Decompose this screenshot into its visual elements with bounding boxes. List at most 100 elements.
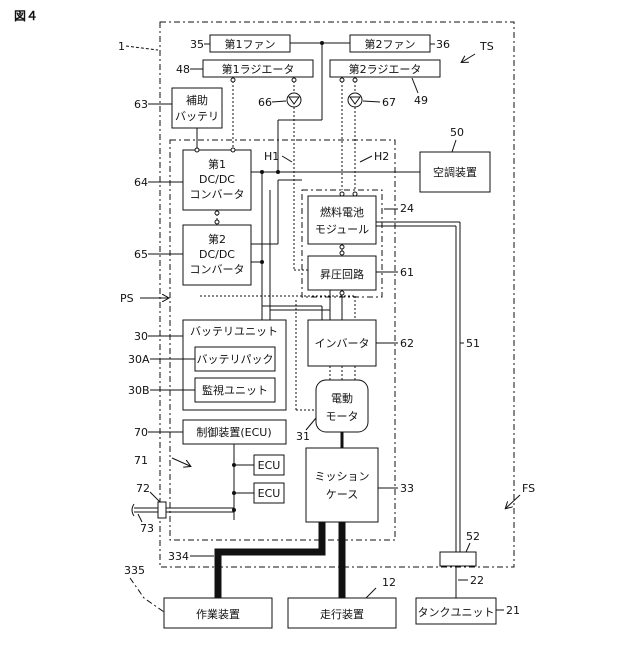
hv-junction-c	[260, 260, 264, 264]
fs-arrow	[506, 495, 520, 508]
ref-30b: 30B	[128, 384, 150, 397]
ref-72: 72	[136, 482, 150, 495]
ref-24: 24	[400, 202, 414, 215]
ref-48: 48	[176, 63, 190, 76]
aux-battery-label-1: 補助	[186, 93, 208, 107]
fc-port-4	[340, 251, 344, 255]
ref-71: 71	[134, 454, 148, 467]
fan1-label: 第1ファン	[225, 37, 276, 51]
ref-73: 73	[140, 522, 154, 535]
dcdc2-label-2: DC/DC	[199, 248, 235, 261]
fuel-cell-label-2: モジュール	[315, 223, 369, 236]
fan2-label: 第2ファン	[365, 37, 416, 51]
fs-label: FS	[522, 482, 535, 495]
coolant-port-4	[353, 78, 357, 82]
mission-label-2: ケース	[326, 488, 358, 501]
can-junction-c	[232, 508, 236, 512]
boost-port	[340, 291, 344, 295]
can-junction-b	[232, 491, 236, 495]
ref-22: 22	[470, 574, 484, 587]
ref-31: 31	[296, 430, 310, 443]
connector-72	[158, 502, 166, 518]
ref-66-leader	[272, 101, 286, 102]
h1-label: H1	[264, 150, 279, 163]
fc-port-2	[353, 192, 357, 196]
hvac-label: 空調装置	[433, 165, 477, 179]
ref-52-leader	[466, 543, 470, 552]
fuel-cell-label-1: 燃料電池	[320, 205, 364, 219]
motor-box	[316, 380, 368, 432]
ecu-main-label: 制御装置(ECU)	[196, 425, 271, 439]
can-junction-a	[232, 463, 236, 467]
aux-battery-label-2: バッテリ	[175, 110, 219, 123]
ref-334: 334	[168, 550, 189, 563]
ref-33: 33	[400, 482, 414, 495]
ref-67-leader	[363, 101, 380, 102]
radiator1-label: 第1ラジエータ	[222, 62, 295, 76]
dcdc-port-b	[215, 220, 219, 224]
ref-35: 35	[190, 38, 204, 51]
ref-21: 21	[506, 604, 520, 617]
ref-12: 12	[382, 576, 396, 589]
battery-pack-label: バッテリパック	[197, 353, 274, 366]
ref-12-leader	[366, 588, 376, 598]
ref-65: 65	[134, 248, 148, 261]
hv-junction-b	[260, 170, 264, 174]
fc-port-1	[340, 192, 344, 196]
travel-device-label: 走行装置	[320, 608, 364, 621]
ref-51: 51	[466, 337, 480, 350]
mission-case-box	[306, 448, 378, 522]
battery-unit-label: バッテリユニット	[190, 325, 278, 338]
ref-30: 30	[134, 330, 148, 343]
work-device-label: 作業装置	[196, 608, 240, 621]
ref-63: 63	[134, 98, 148, 111]
ref-73-leader	[138, 514, 142, 522]
motor-label-1: 電動	[331, 391, 353, 405]
h2-label: H2	[374, 150, 389, 163]
ref-61: 61	[400, 266, 414, 279]
dcdc1-port-cool	[231, 148, 235, 152]
ref-49: 49	[414, 94, 428, 107]
dcdc1-label-3: コンバータ	[190, 188, 245, 201]
h1-leader	[282, 156, 292, 162]
pump-67-icon	[348, 93, 362, 107]
boost-label: 昇圧回路	[320, 268, 364, 281]
inverter-motor-link	[330, 366, 355, 380]
ref-67: 67	[382, 96, 396, 109]
ref-71-arrow	[172, 458, 190, 466]
drive-shafts	[218, 522, 342, 598]
ref-50: 50	[450, 126, 464, 139]
ref-64: 64	[134, 176, 148, 189]
ref-72-leader	[150, 492, 160, 502]
harness-73	[132, 504, 158, 516]
work-device-link	[130, 578, 164, 612]
dcdc1-label-2: DC/DC	[199, 173, 235, 186]
fc-port-3	[340, 245, 344, 249]
dcdc1-label-1: 第1	[208, 157, 226, 171]
dcdc-port-a	[215, 211, 219, 215]
ref-62: 62	[400, 337, 414, 350]
dcdc1-port-top	[195, 148, 199, 152]
tank-unit-label: タンクユニット	[418, 606, 495, 619]
h2-leader	[360, 156, 372, 162]
motor-label-2: モータ	[326, 410, 359, 423]
ref-52: 52	[466, 530, 480, 543]
ps-label: PS	[120, 292, 134, 305]
coolant-port-2	[292, 78, 296, 82]
coolant-port-3	[340, 78, 344, 82]
dcdc2-label-1: 第2	[208, 232, 226, 246]
coolant-port-1	[231, 78, 235, 82]
fuel-cell-box	[308, 196, 376, 244]
dcdc2-label-3: コンバータ	[190, 263, 245, 276]
ref-335: 335	[124, 564, 145, 577]
monitor-unit-label: 監視ユニット	[202, 383, 268, 397]
inverter-label: インバータ	[315, 337, 370, 350]
ecu-a-label: ECU	[258, 459, 281, 472]
ts-arrow	[462, 54, 475, 62]
radiator2-label: 第2ラジエータ	[349, 62, 422, 76]
hv-junction-a	[276, 170, 280, 174]
ref-30a: 30A	[128, 353, 150, 366]
ref-31-leader	[306, 418, 316, 430]
ts-label: TS	[479, 40, 494, 53]
